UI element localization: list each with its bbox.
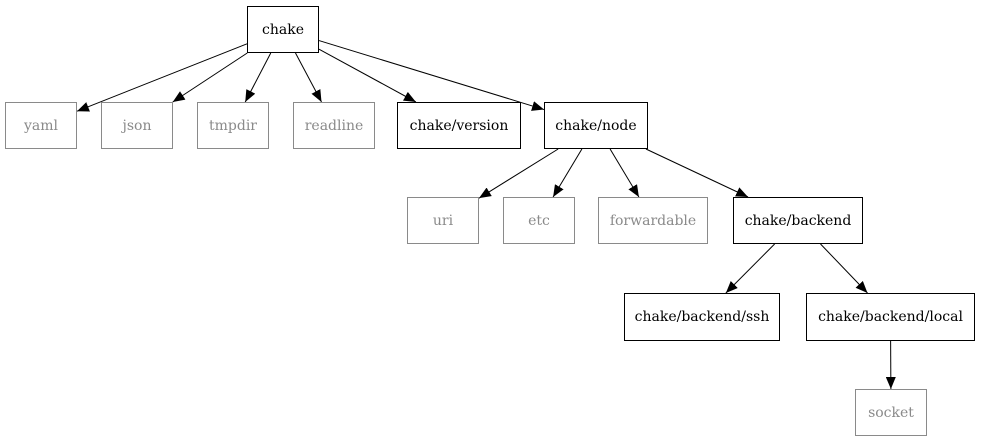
edge-node-to-forwardable xyxy=(609,148,640,198)
node-chake-version[interactable]: chake/version xyxy=(397,102,521,149)
node-chake-backend[interactable]: chake/backend xyxy=(733,197,863,244)
node-forwardable[interactable]: forwardable xyxy=(598,197,708,244)
node-chake-backend-local[interactable]: chake/backend/local xyxy=(806,293,975,341)
edge-chake-to-node xyxy=(318,40,545,111)
edge-chake-to-readline xyxy=(295,52,322,103)
node-socket[interactable]: socket xyxy=(855,389,927,436)
node-etc[interactable]: etc xyxy=(503,197,575,244)
edge-chake-to-json xyxy=(172,52,248,103)
edge-chake-to-version xyxy=(318,48,417,103)
node-chake-node[interactable]: chake/node xyxy=(544,102,648,149)
edge-node-to-etc xyxy=(552,148,583,198)
edge-node-to-backend xyxy=(645,148,749,198)
edge-chake-to-yaml xyxy=(76,43,248,112)
node-yaml[interactable]: yaml xyxy=(5,102,77,149)
edge-backend-to-backend_local xyxy=(820,243,868,294)
edge-node-to-uri xyxy=(478,148,559,199)
node-readline[interactable]: readline xyxy=(293,102,375,149)
node-tmpdir[interactable]: tmpdir xyxy=(197,102,269,149)
node-json[interactable]: json xyxy=(101,102,173,149)
node-chake-backend-ssh[interactable]: chake/backend/ssh xyxy=(624,293,780,341)
node-uri[interactable]: uri xyxy=(407,197,479,244)
node-chake[interactable]: chake xyxy=(247,6,319,53)
edge-backend-to-backend_ssh xyxy=(725,243,775,294)
edge-chake-to-tmpdir xyxy=(244,52,272,103)
